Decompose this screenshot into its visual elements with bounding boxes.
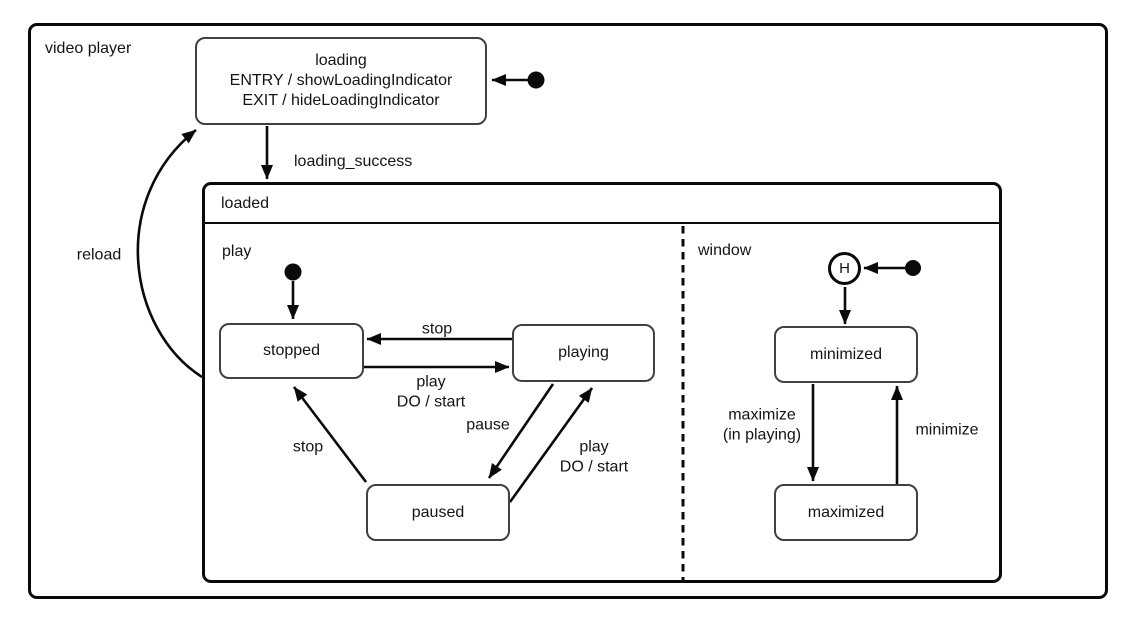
window-region-label: window <box>698 242 752 259</box>
transition-label-maximize-guard: (in playing) <box>722 426 802 443</box>
initial-state-dot-window <box>905 260 921 276</box>
transition-label-loading-success: loading_success <box>294 153 413 170</box>
transition-label-reload: reload <box>76 246 122 264</box>
state-loading-exit-action: EXIT / hideLoadingIndicator <box>242 92 440 109</box>
transition-label-playing-to-stopped: stop <box>421 320 453 338</box>
transition-label-stopped-to-playing-action: DO / start <box>396 393 466 410</box>
transition-label-paused-to-stopped: stop <box>292 438 324 456</box>
state-playing: playing <box>512 324 655 382</box>
state-loading-entry-action: ENTRY / showLoadingIndicator <box>229 72 453 89</box>
state-loading: loading ENTRY / showLoadingIndicator EXI… <box>195 37 487 125</box>
state-paused: paused <box>366 484 510 541</box>
transition-label-stopped-to-playing: play DO / start <box>397 373 465 412</box>
transition-label-paused-to-playing: play DO / start <box>560 438 628 477</box>
state-minimized: minimized <box>774 326 918 383</box>
history-pseudostate: H <box>828 252 861 285</box>
video-player-state-label: video player <box>45 40 132 57</box>
state-stopped: stopped <box>219 323 364 379</box>
transition-label-minimized-to-maximized: maximize (in playing) <box>723 406 801 445</box>
loaded-state-label: loaded <box>221 194 270 212</box>
loaded-state-titlebar: loaded <box>205 185 999 224</box>
transition-paused-to-playing <box>508 387 594 503</box>
transition-label-paused-to-playing-event: play <box>579 438 609 456</box>
transition-label-playing-to-paused: pause <box>466 416 510 434</box>
transition-loaded-to-loading <box>136 128 203 379</box>
play-region-label: play <box>222 243 252 260</box>
transition-label-paused-to-playing-action: DO / start <box>559 458 629 475</box>
state-maximized: maximized <box>774 484 918 541</box>
state-loading-title: loading <box>315 52 367 69</box>
transition-label-stopped-to-playing-event: play <box>416 373 446 391</box>
transition-paused-to-stopped <box>292 386 368 483</box>
initial-state-dot-play <box>284 263 302 281</box>
transition-label-maximized-to-minimized: minimize <box>915 421 979 439</box>
transition-label-maximize-event: maximize <box>728 406 796 424</box>
transition-playing-to-paused <box>487 383 555 479</box>
history-pseudostate-label: H <box>839 260 850 277</box>
